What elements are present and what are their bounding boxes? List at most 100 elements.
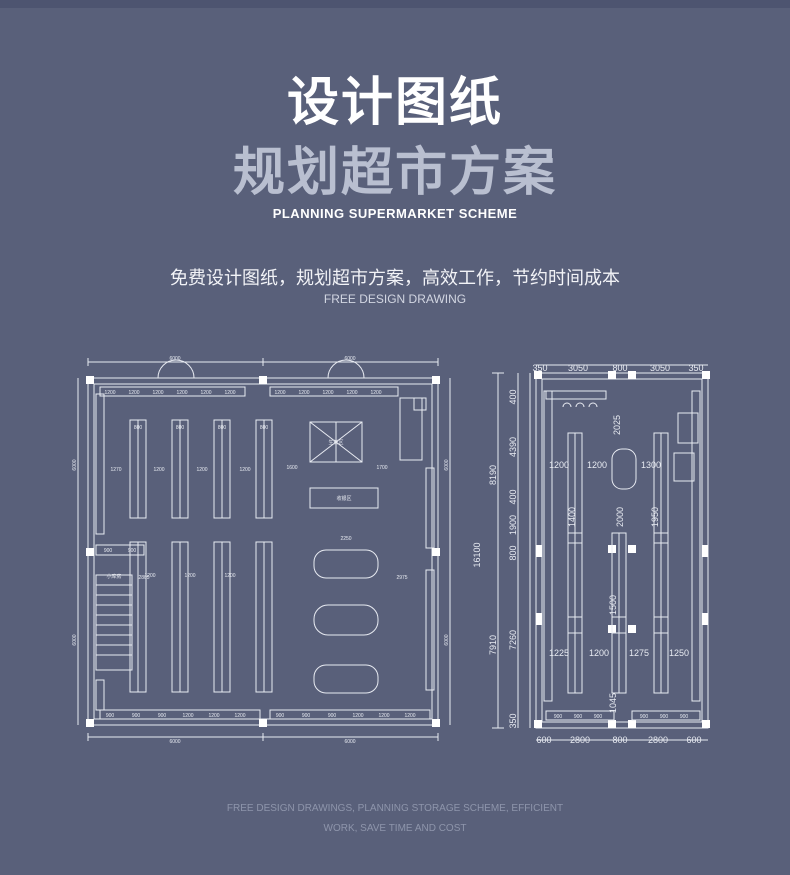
right-bottom-row-label: 900	[660, 714, 669, 720]
subtitle-english: FREE DESIGN DRAWING	[323, 292, 467, 306]
top-border-strip	[0, 0, 790, 8]
right-top-dim-4: 3050	[650, 363, 670, 373]
right-label-1200a: 1200	[549, 460, 569, 470]
right-label-1200b: 1200	[587, 460, 607, 470]
right-label-1400: 1400	[567, 507, 577, 527]
right-total-height: 16100	[472, 542, 482, 567]
left-top-shelf-label: 1200	[176, 390, 187, 396]
page-title-secondary: 规划超市方案	[232, 143, 557, 203]
right-inner-dim-7: 350	[508, 713, 518, 728]
floor-plan-left: 800 800 800 800 6000 6000 6000 6000 小库房 900…	[72, 356, 451, 745]
right-top-dim-1: 350	[532, 363, 547, 373]
left-top-dim-1: 6000	[169, 356, 180, 362]
left-gap-label: 1200	[153, 467, 164, 473]
left-counter-dim: 2250	[340, 536, 351, 542]
bottom-shelf-right-1	[545, 710, 615, 721]
right-label-2000: 2000	[615, 507, 625, 527]
right-label-1225: 1225	[549, 648, 569, 658]
page-title-english: PLANNING SUPERMARKET SCHEME	[272, 206, 518, 221]
left-room-dim-2: 900	[128, 548, 137, 554]
right-bottom-dim-4: 2800	[648, 735, 668, 745]
right-label-1500: 1500	[608, 595, 618, 615]
left-top-shelf-label: 1200	[128, 390, 139, 396]
left-bottom-shelf-label: 900	[302, 713, 311, 719]
right-label-1250: 1250	[669, 648, 689, 658]
right-label-1950: 1950	[650, 507, 660, 527]
left-gap-label: 1200	[196, 467, 207, 473]
left-room-label: 小库房	[106, 573, 121, 580]
left-bottom-shelf-label: 900	[328, 713, 337, 719]
right-outer-dim-2: 7910	[488, 635, 498, 655]
left-top-dim-2: 6000	[344, 356, 355, 362]
right-bottom-row-label: 900	[594, 714, 603, 720]
left-mid-label-1: 1600	[286, 465, 297, 471]
right-bottom-row-label: 900	[640, 714, 649, 720]
left-bottom-dim-1: 6000	[169, 739, 180, 745]
right-bottom-dim-5: 600	[686, 735, 701, 745]
right-side-dim-2: 6000	[444, 634, 450, 645]
right-bottom-row-label: 900	[574, 714, 583, 720]
left-room-dim-1: 900	[104, 548, 113, 554]
island-end-label: 800	[260, 425, 269, 431]
left-top-shelf-label: 1200	[346, 390, 357, 396]
right-side-dim-1: 6000	[444, 459, 450, 470]
island-end-label: 800	[176, 425, 185, 431]
right-label-1045: 1045	[608, 693, 618, 713]
left-mid-label-2: 1700	[376, 465, 387, 471]
subtitle-chinese: 免费设计图纸，规划超市方案，高效工作，节约时间成本	[170, 268, 620, 289]
left-lower-label: 1200	[224, 573, 235, 579]
right-inner-dim-4: 1900	[508, 515, 518, 535]
right-label-1200c: 1200	[589, 648, 609, 658]
right-bottom-dim-2: 2800	[570, 735, 590, 745]
left-fresh-label: 生鲜区	[328, 439, 343, 446]
left-gap-label: 1200	[239, 467, 250, 473]
right-wall-shelf	[691, 390, 701, 702]
left-top-shelf-label: 1200	[274, 390, 285, 396]
left-bottom-shelf-label: 1200	[378, 713, 389, 719]
right-bottom-row-label: 900	[554, 714, 563, 720]
right-label-1275: 1275	[629, 648, 649, 658]
left-bottom-dim-2: 6000	[344, 739, 355, 745]
right-inner-dim-2: 4390	[508, 437, 518, 457]
left-gap-label: 1270	[110, 467, 121, 473]
right-label-1300: 1300	[641, 460, 661, 470]
left-bottom-shelf-label: 900	[158, 713, 167, 719]
left-top-shelf-label: 1200	[298, 390, 309, 396]
island-end-label: 800	[134, 425, 143, 431]
left-side-dim-2: 6000	[72, 634, 78, 645]
left-top-shelf-label: 1200	[224, 390, 235, 396]
left-top-shelf-label: 1200	[322, 390, 333, 396]
left-top-shelf-label: 1200	[152, 390, 163, 396]
left-bottom-shelf-label: 1200	[352, 713, 363, 719]
left-misc-label-1: 2975	[396, 575, 407, 581]
right-top-dim-2: 3050	[568, 363, 588, 373]
right-inner-dim-3: 400	[508, 489, 518, 504]
right-top-dim-5: 350	[688, 363, 703, 373]
left-top-shelf-label: 1200	[370, 390, 381, 396]
left-lower-label: 1200	[144, 573, 155, 579]
left-top-shelf-label: 1200	[104, 390, 115, 396]
bottom-shelf-right-2	[631, 710, 701, 721]
left-bottom-shelf-label: 1200	[404, 713, 415, 719]
left-misc-label-2: 2805	[138, 575, 149, 581]
left-bottom-shelf-label: 900	[132, 713, 141, 719]
right-bottom-dim-3: 800	[612, 735, 627, 745]
left-lower-label: 1200	[184, 573, 195, 579]
left-bottom-shelf-label: 1200	[182, 713, 193, 719]
left-cashier-label: 收银区	[336, 495, 351, 502]
top-shelf-right	[545, 390, 607, 400]
right-inner-dim-6: 7260	[508, 630, 518, 650]
right-bottom-row-label: 900	[680, 714, 689, 720]
page-title: 设计图纸	[286, 73, 503, 133]
right-top-dim-3: 800	[612, 363, 627, 373]
left-bottom-shelf-label: 1200	[208, 713, 219, 719]
right-label-2025: 2025	[612, 415, 622, 435]
right-outer-dim-1: 8190	[488, 465, 498, 485]
right-inner-dim-5: 800	[508, 545, 518, 560]
footer-line-1: FREE DESIGN DRAWINGS, PLANNING STORAGE S…	[226, 803, 564, 814]
left-bottom-shelf-label: 1200	[234, 713, 245, 719]
right-bottom-dim-1: 600	[536, 735, 551, 745]
left-side-dim-1: 6000	[72, 459, 78, 470]
island-end-label: 800	[218, 425, 227, 431]
left-bottom-shelf-label: 900	[106, 713, 115, 719]
